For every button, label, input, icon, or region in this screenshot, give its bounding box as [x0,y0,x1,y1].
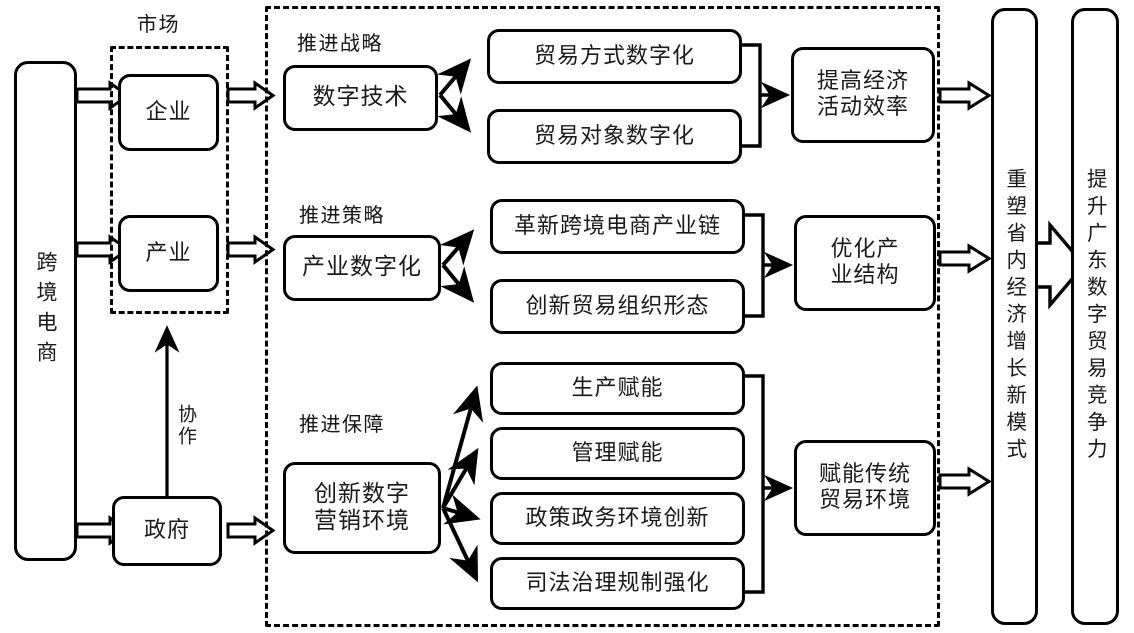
section-1-driver[interactable]: 数字技术 [283,65,438,131]
market-item-enterprise-label: 企业 [145,99,192,125]
section-1-outcome-line-2: 活动效率 [816,95,909,120]
section-1-caption: 推进战略 [297,31,383,55]
section-2-measure-2-label: 创新贸易组织形态 [525,293,710,319]
section-2-outcome-line-1: 优化产 [830,237,900,263]
section-2-driver[interactable]: 产业数字化 [283,235,441,301]
market-item-industry[interactable]: 产业 [118,215,219,292]
section-2-measure-1-label: 革新跨境电商产业链 [513,213,721,239]
government-node[interactable]: 政府 [112,496,222,566]
section-2-measure-2[interactable]: 创新贸易组织形态 [490,279,745,334]
block-arrow-outcome2-to-result [938,243,992,274]
section-3-measure-3-label: 政策政务环境创新 [525,505,710,531]
section-3-measure-4[interactable]: 司法治理规制强化 [490,557,745,610]
market-item-enterprise[interactable]: 企业 [118,74,219,151]
section-3-measure-1[interactable]: 生产赋能 [490,362,745,415]
goal-column[interactable]: 提升广东数字贸易竞争力 [1071,8,1119,625]
section-2-outcome-line-2: 业结构 [830,263,900,288]
section-3-measure-2-label: 管理赋能 [571,440,664,466]
section-3-outcome[interactable]: 赋能传统 贸易环境 [794,440,936,536]
section-1-measure-2-label: 贸易对象数字化 [533,123,695,149]
market-group-caption: 市场 [137,12,180,36]
collaboration-label: 协作 [175,404,197,448]
section-3-driver-line-2: 营销环境 [314,508,410,534]
section-1-outcome[interactable]: 提高经济 活动效率 [791,47,935,143]
section-2-caption: 推进策略 [299,203,385,227]
section-3-measure-2[interactable]: 管理赋能 [490,427,745,480]
result-column[interactable]: 重塑省内经济增长新模式 [991,8,1038,625]
section-1-driver-label: 数字技术 [312,84,409,111]
source-node[interactable]: 跨境电商 [14,61,77,561]
section-3-driver-line-1: 创新数字 [314,480,410,507]
result-column-label: 重塑省内经济增长新模式 [1002,168,1027,465]
section-1-measure-1-label: 贸易方式数字化 [533,43,695,69]
source-node-label: 跨境电商 [34,251,58,371]
section-2-measure-1[interactable]: 革新跨境电商产业链 [490,199,745,254]
section-3-measure-3[interactable]: 政策政务环境创新 [490,492,745,545]
section-3-measure-1-label: 生产赋能 [571,375,664,401]
market-item-industry-label: 产业 [145,240,192,266]
section-2-outcome[interactable]: 优化产 业结构 [794,215,936,311]
government-node-label: 政府 [143,518,190,544]
section-3-measure-4-label: 司法治理规制强化 [525,570,710,596]
section-3-caption: 推进保障 [299,412,385,436]
goal-column-label: 提升广东数字贸易竞争力 [1083,168,1108,465]
section-3-outcome-line-1: 赋能传统 [818,462,911,488]
section-1-outcome-line-1: 提高经济 [816,69,909,95]
section-2-driver-label: 产业数字化 [302,254,422,281]
block-arrow-outcome3-to-result [938,466,992,497]
section-3-outcome-line-2: 贸易环境 [818,488,911,513]
sections-outer-box [265,6,940,627]
section-1-measure-1[interactable]: 贸易方式数字化 [487,29,742,84]
section-3-driver[interactable]: 创新数字 营销环境 [283,462,441,554]
block-arrow-outcome1-to-result [938,80,992,111]
section-1-measure-2[interactable]: 贸易对象数字化 [487,109,742,164]
market-group-box [110,46,229,314]
